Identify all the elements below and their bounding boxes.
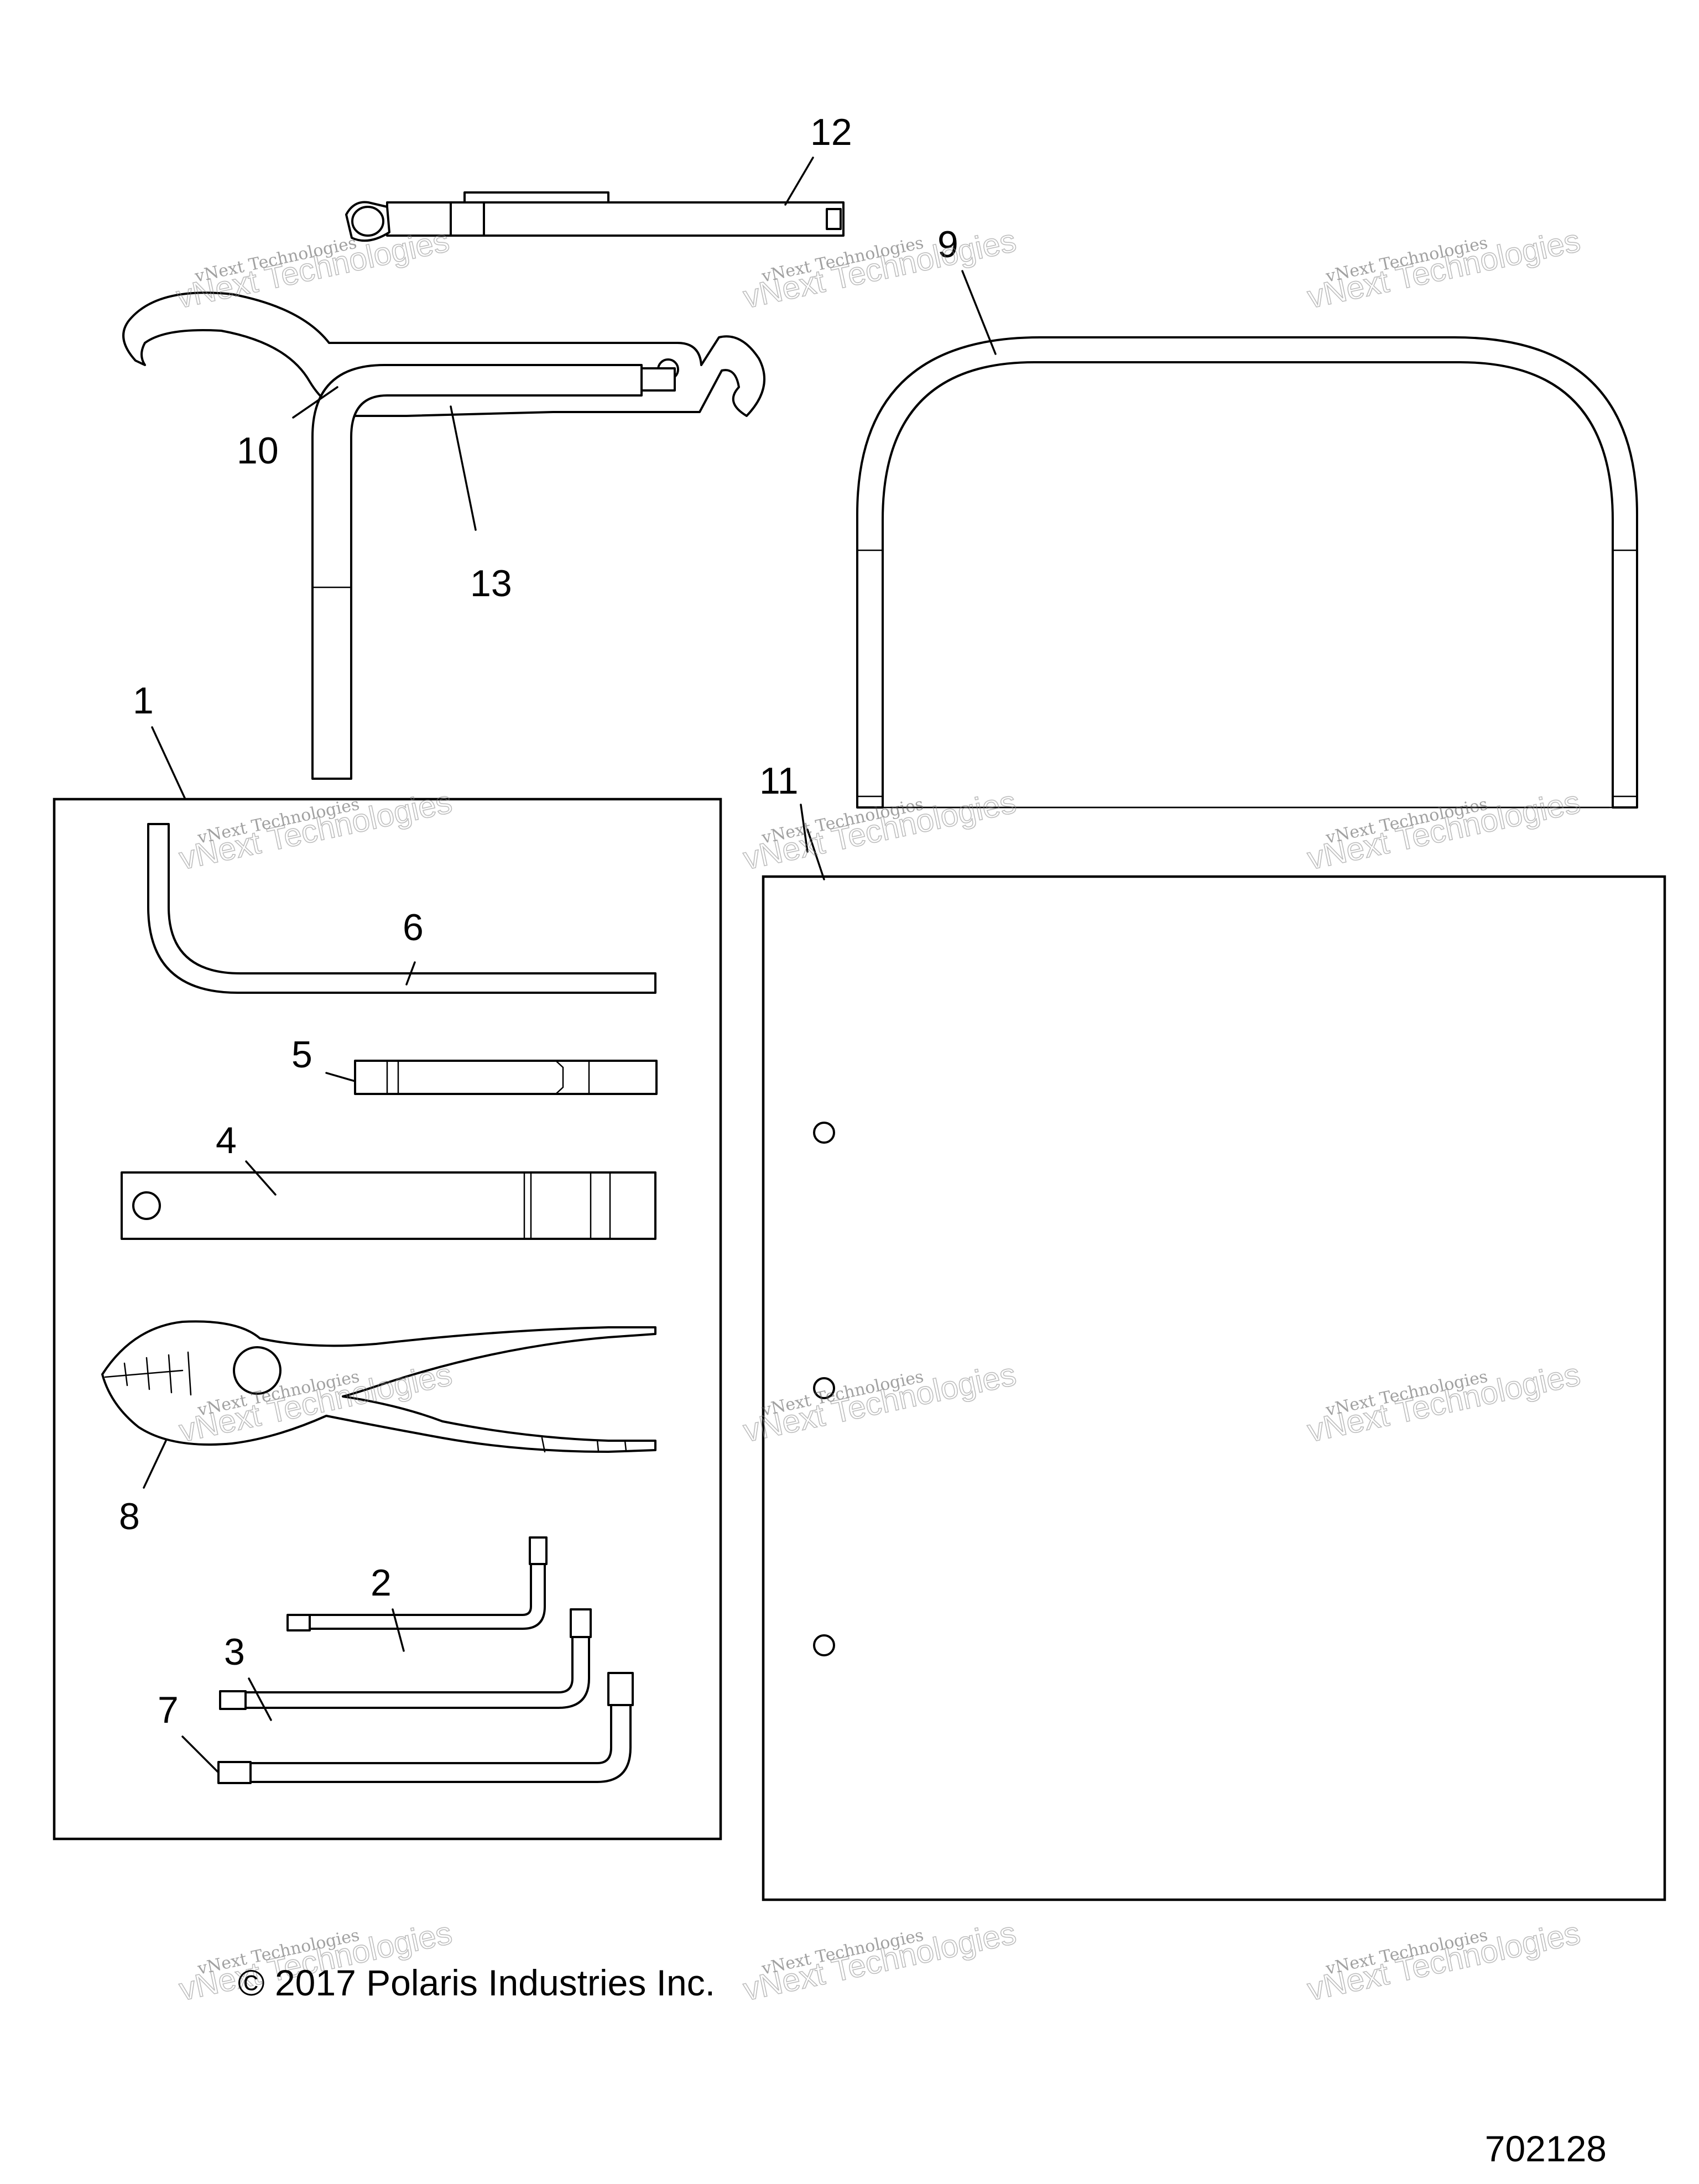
- callout-2: 2: [371, 1562, 392, 1604]
- watermark: vNext Technologies vNext Technologies: [740, 1356, 1020, 1450]
- watermark: vNext Technologies vNext Technologies: [173, 222, 453, 316]
- callout-12: 12: [810, 111, 852, 153]
- part-13-rod: [311, 364, 676, 780]
- part-9-frame: [856, 336, 1638, 809]
- callout-4: 4: [216, 1119, 237, 1161]
- copyright-text: © 2017 Polaris Industries Inc.: [238, 1962, 715, 2003]
- part-6-hex-key: [147, 823, 656, 994]
- watermark: vNext Technologies vNext Technologies: [176, 783, 456, 877]
- part-5-socket-extension: [354, 1060, 658, 1095]
- callout-9: 9: [937, 223, 958, 265]
- watermark: vNext Technologies vNext Technologies: [740, 1914, 1020, 2008]
- callout-6: 6: [403, 906, 424, 948]
- part-3-torx-key: [219, 1608, 592, 1710]
- part-8-pliers: [101, 1320, 656, 1453]
- watermarks: vNext Technologies vNext Technologies vN…: [173, 222, 1584, 2008]
- callout-5: 5: [291, 1034, 312, 1076]
- part-10-spanner-wrench: [122, 291, 765, 417]
- part-4-plug-wrench: [121, 1171, 656, 1240]
- watermark: vNext Technologies vNext Technologies: [1304, 783, 1584, 877]
- callout-3: 3: [224, 1631, 245, 1673]
- callout-7: 7: [158, 1689, 179, 1731]
- part-12-tool: [345, 191, 845, 242]
- diagram-number: 702128: [1485, 2128, 1607, 2169]
- callout-8: 8: [119, 1495, 140, 1537]
- leader-lines: [143, 157, 997, 1774]
- callout-1: 1: [133, 680, 154, 722]
- part-2-torx-key: [286, 1536, 548, 1632]
- callout-11: 11: [759, 760, 799, 802]
- watermark: vNext Technologies vNext Technologies: [1304, 1914, 1584, 2008]
- watermark: vNext Technologies vNext Technologies: [1304, 1356, 1584, 1450]
- callout-13: 13: [470, 562, 512, 604]
- part-7-torx-key: [217, 1672, 634, 1784]
- watermark: vNext Technologies vNext Technologies: [1304, 222, 1584, 316]
- callout-10: 10: [237, 430, 279, 472]
- part-1-tool-kit-box: [53, 798, 722, 1841]
- part-11-tool-pouch: [762, 875, 1666, 1901]
- callout-labels: 12 9 10 13 1 11 6 5 4 8 2 3 7: [119, 111, 958, 1731]
